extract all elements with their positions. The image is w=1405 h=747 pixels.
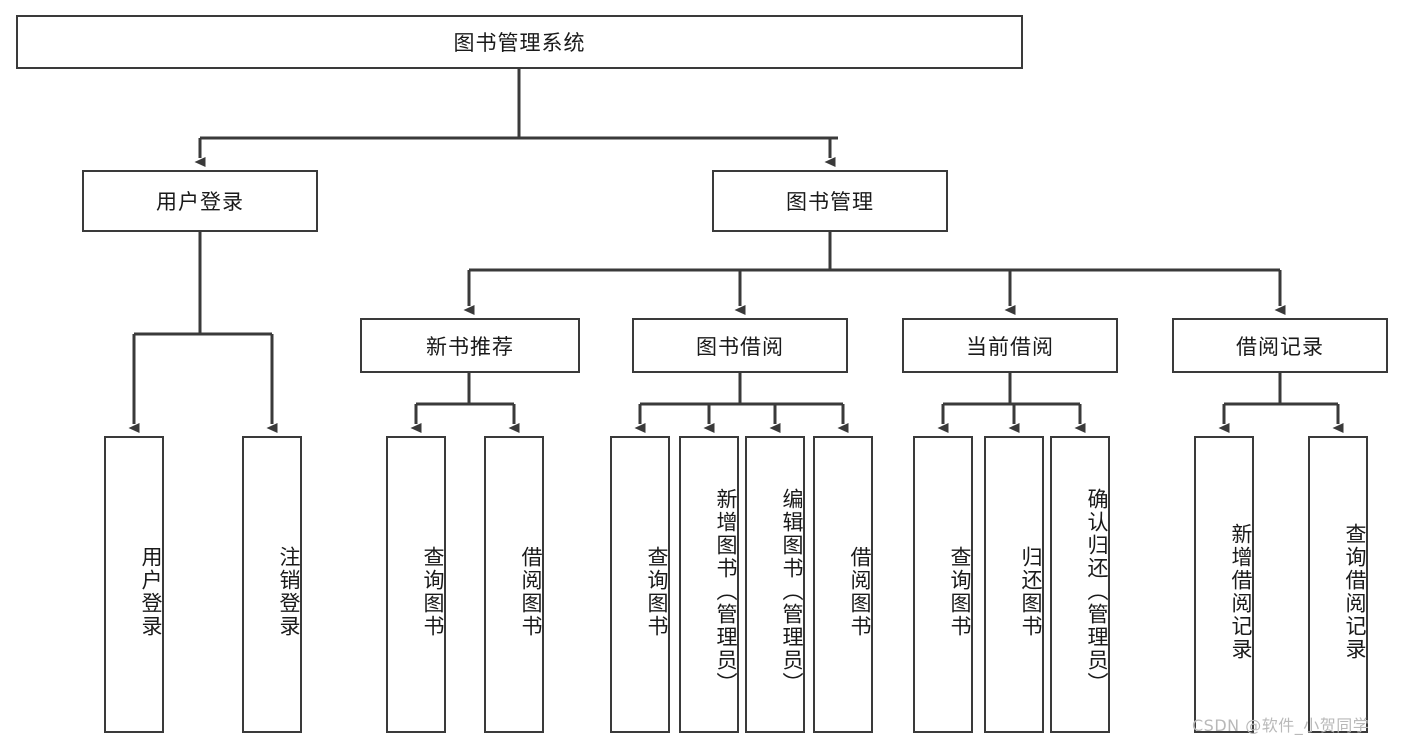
- node-label: 新书推荐: [426, 334, 514, 359]
- node-bb-add-book[interactable]: 新增图书（管理员）: [679, 436, 739, 733]
- node-user-logout[interactable]: 注销登录: [242, 436, 302, 733]
- node-bb-borrow-book[interactable]: 借阅图书: [813, 436, 873, 733]
- node-label: 图书管理系统: [453, 31, 586, 55]
- node-cb-return-book[interactable]: 归还图书: [984, 436, 1044, 733]
- node-label: 查询图书: [948, 545, 972, 638]
- node-label: 编辑图书（管理员）: [780, 488, 804, 695]
- node-label: 图书管理: [786, 190, 874, 214]
- node-br-add-record[interactable]: 新增借阅记录: [1194, 436, 1254, 733]
- node-label: 新增图书（管理员）: [714, 488, 738, 695]
- node-label: 查询借阅记录: [1343, 522, 1367, 661]
- node-bb-query-book[interactable]: 查询图书: [610, 436, 670, 733]
- node-book-management[interactable]: 图书管理: [712, 170, 948, 232]
- node-label: 用户登录: [156, 190, 244, 214]
- node-nb-borrow-book[interactable]: 借阅图书: [484, 436, 544, 733]
- node-cb-query-book[interactable]: 查询图书: [913, 436, 973, 733]
- node-label: 归还图书: [1019, 545, 1043, 638]
- node-nb-query-book[interactable]: 查询图书: [386, 436, 446, 733]
- node-label: 当前借阅: [966, 334, 1054, 359]
- node-user-login-do[interactable]: 用户登录: [104, 436, 164, 733]
- csdn-watermark: CSDN @软件_小贺同学: [1192, 716, 1370, 735]
- node-cb-confirm-return[interactable]: 确认归还（管理员）: [1050, 436, 1110, 733]
- node-bb-edit-book[interactable]: 编辑图书（管理员）: [745, 436, 805, 733]
- node-label: 借阅图书: [848, 545, 872, 638]
- node-label: 查询图书: [421, 545, 445, 638]
- node-br-query-record[interactable]: 查询借阅记录: [1308, 436, 1368, 733]
- node-label: 确认归还（管理员）: [1085, 488, 1109, 695]
- node-label: 借阅图书: [519, 545, 543, 638]
- node-label: 图书借阅: [696, 334, 784, 359]
- node-current-borrow[interactable]: 当前借阅: [902, 318, 1118, 373]
- node-new-book-recommend[interactable]: 新书推荐: [360, 318, 580, 373]
- node-borrow-record[interactable]: 借阅记录: [1172, 318, 1388, 373]
- node-label: 借阅记录: [1236, 334, 1324, 359]
- node-label: 注销登录: [277, 545, 301, 638]
- node-label: 用户登录: [139, 545, 163, 638]
- node-book-borrow[interactable]: 图书借阅: [632, 318, 848, 373]
- node-label: 查询图书: [645, 545, 669, 638]
- node-root-system[interactable]: 图书管理系统: [16, 15, 1023, 69]
- node-user-login[interactable]: 用户登录: [82, 170, 318, 232]
- node-label: 新增借阅记录: [1229, 522, 1253, 661]
